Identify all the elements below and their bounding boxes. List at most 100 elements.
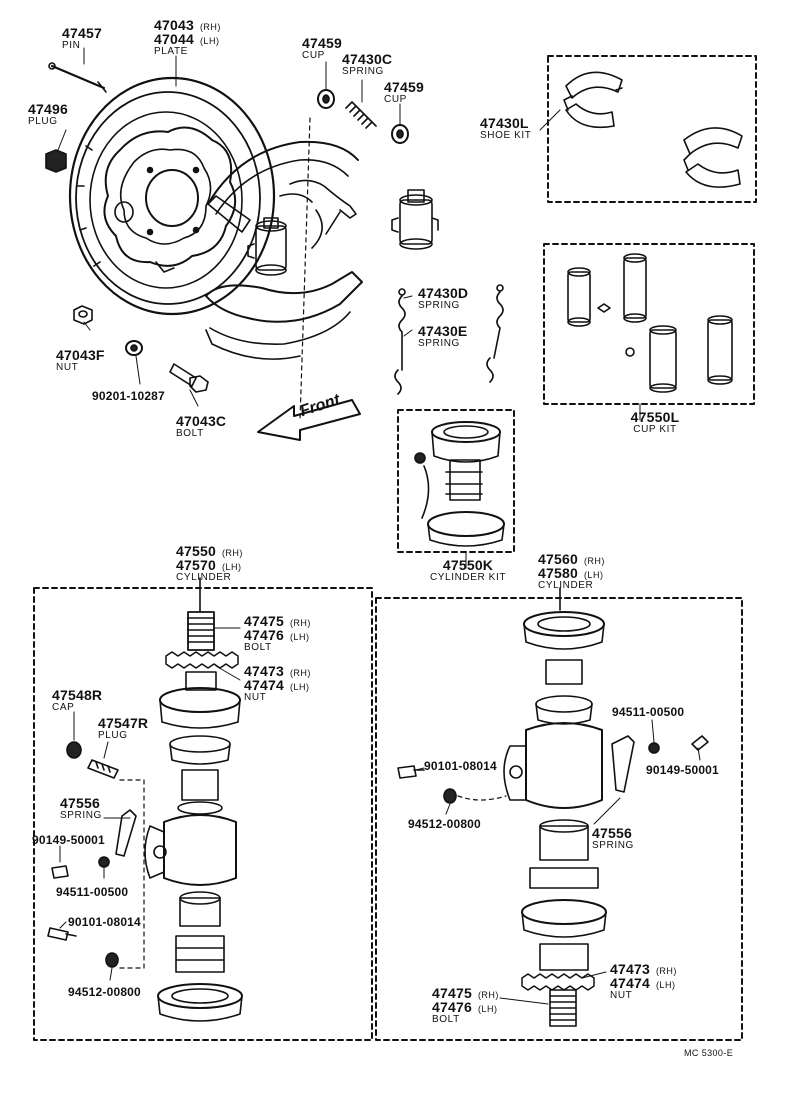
part-number-row: 47550(RH) <box>176 544 243 558</box>
label-47547r: 47547R PLUG <box>98 716 148 741</box>
part-number-row: 47473 (RH) <box>244 664 311 678</box>
label-47430l: 47430L SHOE KIT <box>480 116 531 141</box>
label-47473-47474-left: 47473 (RH) 47474 (LH) NUT <box>244 664 311 703</box>
part-number: 47556 <box>592 825 632 841</box>
part-number-row: 47560(RH) <box>538 552 605 566</box>
part-number: 94512-00800 <box>408 817 481 831</box>
part-name: SHOE KIT <box>480 130 532 141</box>
part-number: 47475 <box>244 613 284 629</box>
part-number: 47459 <box>384 79 424 95</box>
right-cylinder-panel <box>375 587 743 1041</box>
part-number: 90149-50001 <box>32 833 105 847</box>
part-number: 47556 <box>60 795 100 811</box>
cylinder-kit-box <box>397 409 515 553</box>
label-47459-top: 47459 CUP <box>302 36 342 61</box>
part-name: CUP <box>302 50 325 61</box>
part-number-row: 47476 (LH) <box>432 1000 499 1014</box>
part-name: NUT <box>610 990 633 1001</box>
front-arrow-drawing <box>257 399 361 441</box>
label-90201-10287: 90201-10287 <box>92 390 165 402</box>
part-number: 47476 <box>432 999 472 1015</box>
part-number: 47457 <box>62 25 102 41</box>
part-name: SPRING <box>418 338 460 349</box>
plug-drawing <box>45 149 67 173</box>
label-47457: 47457 PIN <box>62 26 102 51</box>
part-number-row: 47043 (RH) <box>154 18 221 32</box>
part-number-row: 47473 (RH) <box>610 962 677 976</box>
part-number-row: 47580(LH) <box>538 566 605 580</box>
part-number: 47043 <box>154 17 194 33</box>
part-number: 47550K <box>442 557 494 573</box>
part-side: (LH) <box>289 682 310 692</box>
diagram-code: MC 5300-E <box>684 1048 734 1058</box>
shoe-kit-box <box>547 55 757 203</box>
label-47550l: 47550L CUP KIT <box>610 410 700 435</box>
part-number: 47430L <box>480 115 529 131</box>
part-number: 47459 <box>302 35 342 51</box>
part-side: (LH) <box>477 1004 498 1014</box>
part-number: 90101-08014 <box>68 915 141 929</box>
part-number: 90149-50001 <box>646 763 719 777</box>
part-number: 47473 <box>610 961 650 977</box>
label-90101-right: 90101-08014 <box>424 760 497 772</box>
part-name: PIN <box>62 40 81 51</box>
part-number: 47560 <box>538 551 578 567</box>
label-47459-right: 47459 CUP <box>384 80 424 105</box>
part-number: 47474 <box>610 975 650 991</box>
part-number: 47430C <box>342 51 393 67</box>
brake-shoes-drawing <box>205 140 363 360</box>
part-side: (LH) <box>289 632 310 642</box>
part-number-row: 47474 (LH) <box>610 976 677 990</box>
part-number: 47430D <box>418 285 469 301</box>
part-number: 47550 <box>176 543 216 559</box>
part-number-row: 47475(RH) <box>432 986 499 1000</box>
part-number: 94511-00500 <box>612 705 685 719</box>
part-name: CUP <box>384 94 407 105</box>
part-number: 47043F <box>56 347 105 363</box>
label-47556-right: 47556 SPRING <box>592 826 634 851</box>
part-name: BOLT <box>432 1014 460 1025</box>
part-number: 47570 <box>176 557 216 573</box>
part-name: NUT <box>244 692 267 703</box>
part-side: (RH) <box>289 668 311 678</box>
leader-lines <box>57 47 701 1005</box>
part-side: (RH) <box>655 966 677 976</box>
part-side: (LH) <box>655 980 676 990</box>
label-47550k: 47550K CYLINDER KIT <box>418 558 518 583</box>
label-94512-left: 94512-00800 <box>68 986 141 998</box>
small-wheel-cylinder-drawing <box>247 217 287 276</box>
part-number: 47473 <box>244 663 284 679</box>
nut-washer-bolt-drawing <box>73 305 209 393</box>
part-number: 47474 <box>244 677 284 693</box>
label-47043f: 47043F NUT <box>56 348 105 373</box>
part-number: 90101-08014 <box>424 759 497 773</box>
label-47430c: 47430C SPRING <box>342 52 392 77</box>
part-number-row: 47476(LH) <box>244 628 311 642</box>
part-side: (RH) <box>199 22 221 32</box>
part-number: 47547R <box>98 715 149 731</box>
backing-plate-drawing <box>68 76 276 316</box>
part-name: CUP KIT <box>633 424 677 435</box>
label-47475-47476-right: 47475(RH) 47476 (LH) BOLT <box>432 986 499 1025</box>
part-name: CYLINDER KIT <box>429 572 507 583</box>
label-94511-right: 94511-00500 <box>612 706 684 718</box>
part-number: 47548R <box>52 687 103 703</box>
part-name: SPRING <box>60 810 102 821</box>
part-side: (LH) <box>199 36 220 46</box>
part-side: (RH) <box>289 618 311 628</box>
part-number: 47043C <box>176 413 227 429</box>
part-name: PLUG <box>28 116 58 127</box>
part-number: 47044 <box>154 31 194 47</box>
label-47560-47580: 47560(RH) 47580(LH) CYLINDER <box>538 552 605 591</box>
part-number: 47430E <box>418 323 468 339</box>
part-number: 47475 <box>432 985 472 1001</box>
part-number-row: 47475 (RH) <box>244 614 311 628</box>
label-47043c: 47043C BOLT <box>176 414 226 439</box>
part-name: PLATE <box>154 46 188 57</box>
part-number: 47496 <box>28 101 68 117</box>
cup-spring-drawing <box>299 89 409 421</box>
part-name: CYLINDER <box>176 572 232 583</box>
part-number: 47550L <box>630 409 680 425</box>
